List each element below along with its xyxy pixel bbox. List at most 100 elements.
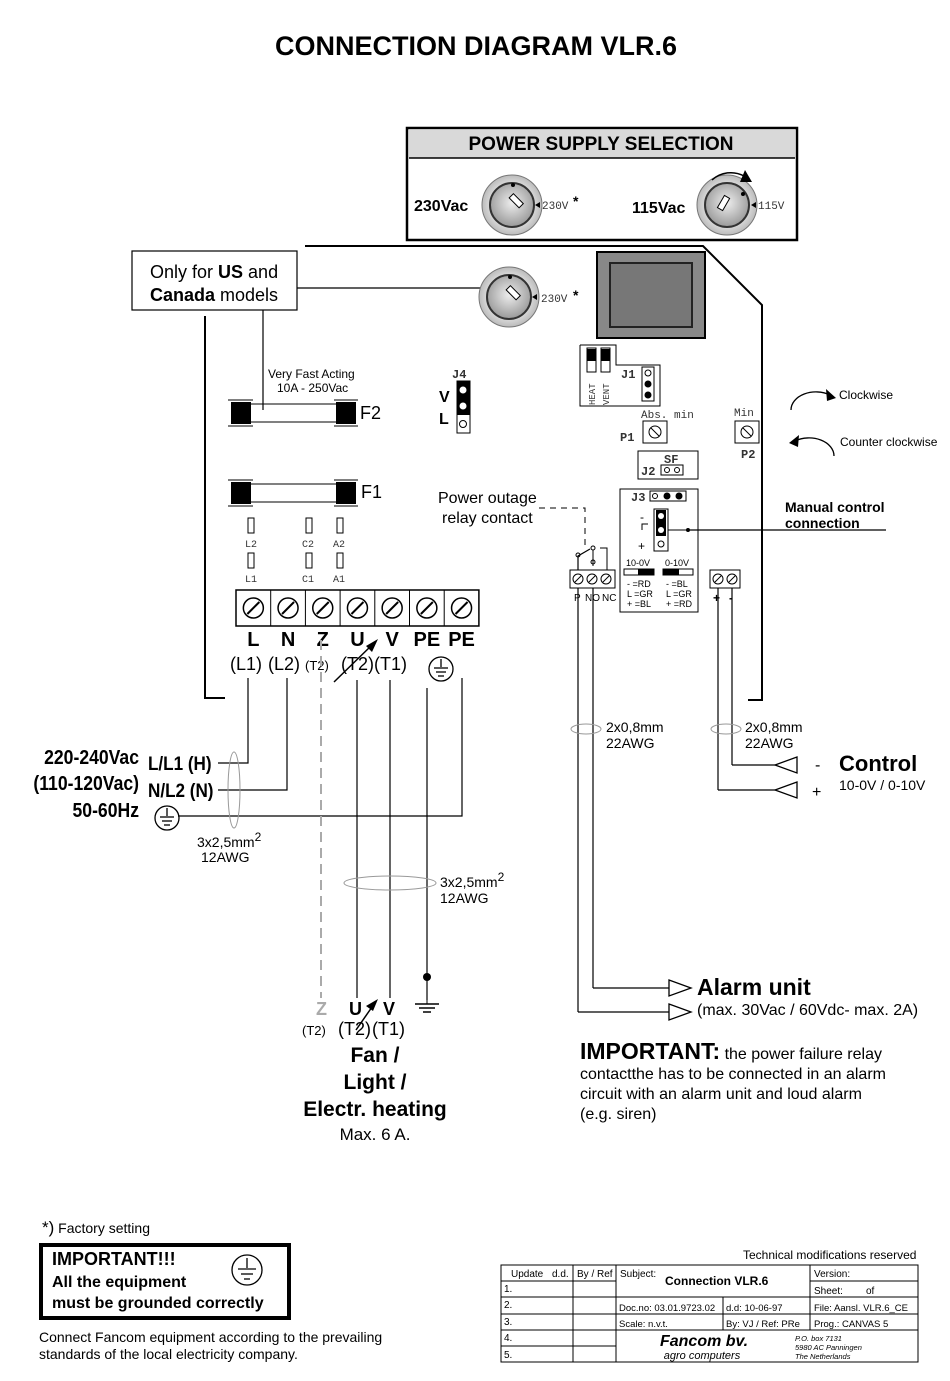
svg-text:The Netherlands: The Netherlands: [795, 1352, 851, 1361]
supply-ground-icon: [154, 805, 180, 831]
option-115-label: 115Vac: [632, 200, 686, 217]
svg-text:Alarm unit: Alarm unit: [697, 974, 811, 1000]
terminal-label: PE: [414, 629, 441, 651]
svg-text:- =BL: - =BL: [666, 579, 688, 589]
svg-text:-: -: [729, 591, 733, 605]
svg-text:agro computers: agro computers: [664, 1350, 741, 1362]
ground-bottom-icon: [415, 1000, 439, 1013]
svg-text:(T2): (T2): [302, 1023, 326, 1038]
svg-text:10-0V: 10-0V: [626, 558, 650, 568]
svg-text:2x0,8mm: 2x0,8mm: [606, 719, 664, 735]
svg-text:L: L: [439, 411, 449, 428]
enclosure-outline-right: [305, 245, 763, 701]
svg-text:connection: connection: [785, 515, 860, 531]
option-230-label: 230Vac: [414, 198, 468, 215]
svg-text:(110-120Vac): (110-120Vac): [33, 772, 139, 794]
dial-115-value: 115V: [758, 201, 785, 213]
board-dial-value: 230V: [541, 294, 568, 306]
svg-text:Connect Fancom equipment accor: Connect Fancom equipment according to th…: [39, 1329, 382, 1345]
svg-text:HEAT: HEAT: [588, 383, 598, 405]
svg-text:A2: A2: [333, 540, 345, 551]
title-block: Technical modifications reserved Update …: [500, 1248, 919, 1363]
svg-text:F1: F1: [361, 482, 382, 502]
svg-text:Fan /: Fan /: [350, 1044, 399, 1067]
factory-star: *: [573, 193, 579, 209]
board-voltage-dial-icon: [478, 266, 540, 328]
svg-text:IMPORTANT: the power failure r: IMPORTANT: the power failure relay: [580, 1038, 882, 1064]
svg-text:-: -: [640, 510, 644, 524]
p1-label: Abs. min: [641, 410, 694, 422]
svg-text:(T1): (T1): [374, 654, 407, 674]
svg-text:Prog.: CANVAS 5: Prog.: CANVAS 5: [814, 1319, 888, 1330]
dial-230-value: 230V: [542, 201, 569, 213]
fuse-f2-icon: [228, 399, 358, 427]
relay-terminal-block: [569, 569, 616, 589]
terminal-label: Z: [317, 629, 329, 651]
contact-pins: [247, 517, 344, 569]
svg-text:P2: P2: [741, 448, 755, 462]
svg-text:+: +: [713, 591, 720, 605]
svg-text:(L1): (L1): [230, 654, 262, 674]
svg-text:Version:: Version:: [814, 1269, 850, 1280]
svg-text:Scale: n.v.t.: Scale: n.v.t.: [619, 1319, 668, 1330]
control-arrow-icon: [773, 756, 798, 774]
svg-text:*: *: [573, 287, 579, 303]
terminal-label: PE: [448, 629, 475, 651]
svg-text:22AWG: 22AWG: [606, 735, 655, 751]
svg-text:0-10V: 0-10V: [665, 558, 689, 568]
enclosure-outline-left: [204, 316, 225, 699]
svg-text:+ =BL: + =BL: [627, 599, 651, 609]
p2-label: Min: [734, 408, 754, 420]
svg-text:d.d.: d.d.: [552, 1269, 569, 1280]
svg-text:Manual control: Manual control: [785, 499, 885, 515]
svg-text:+ =RD: + =RD: [666, 599, 693, 609]
svg-text:+: +: [638, 539, 645, 553]
grounding-warning-box: IMPORTANT!!! All the equipment must be g…: [39, 1243, 291, 1320]
svg-text:P1: P1: [620, 431, 634, 445]
power-supply-selection-panel: POWER SUPPLY SELECTION 230Vac 230V * 115…: [405, 126, 799, 242]
svg-text:By: VJ / Ref: PRe: By: VJ / Ref: PRe: [726, 1319, 800, 1330]
svg-text:File: Aansl. VLR.6_CE: File: Aansl. VLR.6_CE: [814, 1303, 908, 1314]
control-terminal-block: [709, 569, 741, 589]
svg-text:By / Ref: By / Ref: [577, 1269, 613, 1280]
svg-text:5.: 5.: [504, 1350, 512, 1361]
fuse-f1-icon: [228, 479, 358, 507]
svg-text:10-0V / 0-10V: 10-0V / 0-10V: [839, 777, 926, 793]
svg-text:of: of: [866, 1286, 875, 1297]
dial-115-icon: [696, 170, 758, 236]
svg-text:Control: Control: [839, 751, 917, 776]
svg-text:50-60Hz: 50-60Hz: [73, 799, 139, 821]
svg-text:circuit with an alarm unit and: circuit with an alarm unit and loud alar…: [580, 1086, 862, 1103]
svg-text:F2: F2: [360, 403, 381, 423]
svg-text:relay contact: relay contact: [442, 510, 533, 527]
svg-text:Doc.no: 03.01.9723.02: Doc.no: 03.01.9723.02: [619, 1303, 715, 1314]
svg-text:Subject:: Subject:: [620, 1269, 656, 1280]
svg-text:L =GR: L =GR: [666, 589, 692, 599]
svg-text:Technical modifications reserv: Technical modifications reserved: [743, 1248, 916, 1262]
svg-text:All the equipment: All the equipment: [52, 1274, 187, 1291]
us-canada-line2: Canada models: [150, 285, 278, 305]
svg-text:L/L1 (H): L/L1 (H): [148, 753, 212, 774]
svg-text:12AWG: 12AWG: [201, 849, 250, 865]
svg-text:J2: J2: [641, 465, 655, 479]
svg-text:J1: J1: [621, 368, 635, 382]
us-canada-box: [131, 250, 298, 311]
relay-contact-icon: [575, 545, 608, 570]
svg-text:VENT: VENT: [602, 383, 612, 405]
svg-text:J4: J4: [452, 368, 466, 382]
svg-text:J3: J3: [631, 491, 645, 505]
svg-text:Update: Update: [511, 1269, 544, 1280]
terminal-label: U: [350, 629, 364, 651]
svg-text:Counter clockwise: Counter clockwise: [840, 435, 938, 449]
terminal-label: V: [385, 629, 399, 651]
svg-text:contactthe has to be connected: contactthe has to be connected in an ala…: [580, 1066, 886, 1083]
svg-text:1.: 1.: [504, 1284, 512, 1295]
svg-text:Electr. heating: Electr. heating: [303, 1098, 447, 1121]
svg-text:L =GR: L =GR: [627, 589, 653, 599]
svg-text:(T2): (T2): [305, 658, 329, 673]
power-supply-header: POWER SUPPLY SELECTION: [469, 134, 734, 155]
clockwise-icon: [790, 391, 831, 411]
svg-text:Very Fast Acting: Very Fast Acting: [268, 367, 355, 381]
svg-text:Clockwise: Clockwise: [839, 388, 893, 402]
